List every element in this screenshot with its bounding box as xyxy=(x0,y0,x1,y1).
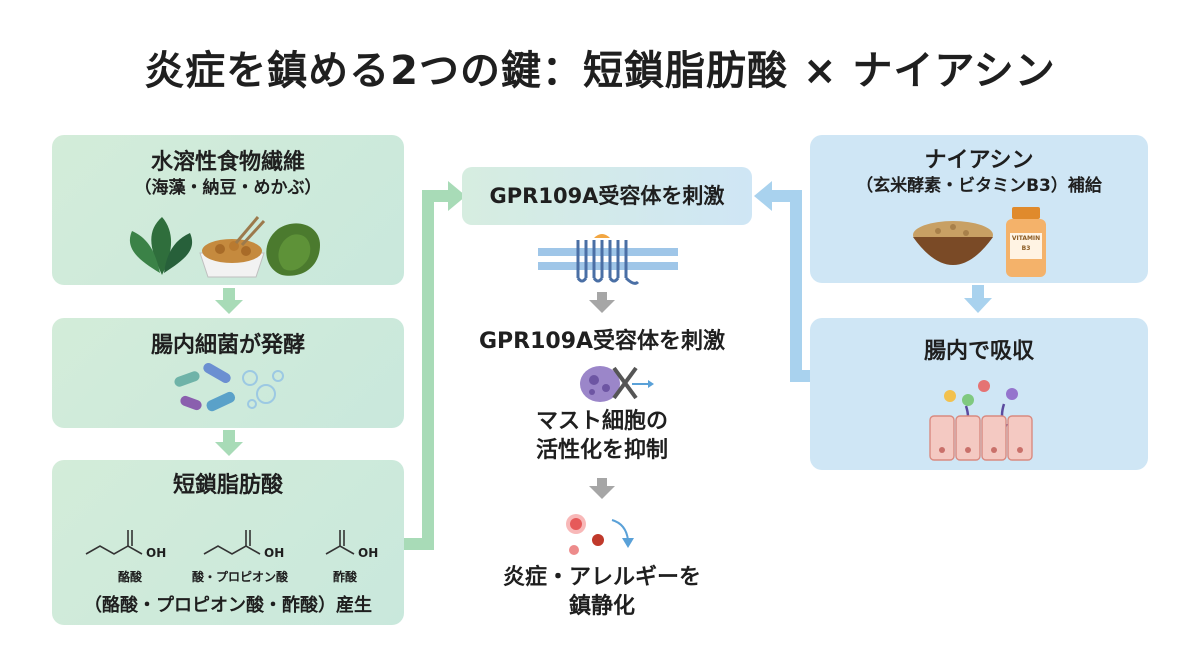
propionate-label: 酸・プロピオン酸 xyxy=(191,570,288,584)
intestinal-absorption-illustration xyxy=(929,380,1033,461)
niacin-box: ナイアシン （玄米酵素・ビタミンB3）補給 VITAMIN B3 xyxy=(810,135,1148,283)
step2-text: マスト細胞の 活性化を抑制 xyxy=(452,408,752,465)
step1-line: GPR109A受容体を刺激 xyxy=(478,329,726,354)
scfa-title: 短鎖脂肪酸 xyxy=(172,473,283,498)
scfa-footer: （酪酸・プロピオン酸・酢酸）産生 xyxy=(84,595,372,616)
page-title: 炎症を鎮める2つの鍵：短鎖脂肪酸 × ナイアシン xyxy=(144,48,1056,94)
step2-line-2: 活性化を抑制 xyxy=(535,437,668,463)
propionate-oh: OH xyxy=(264,546,285,560)
arrow-bacteria-to-scfa xyxy=(215,430,243,456)
step3-line-1: 炎症・アレルギーを xyxy=(502,565,701,590)
absorb-title: 腸内で吸収 xyxy=(923,339,1034,364)
arrow-absorb-to-receptor xyxy=(754,181,810,382)
fiber-box: 水溶性食物繊維 （海藻・納豆・めかぶ） xyxy=(52,135,404,285)
step2-line-1: マスト細胞の xyxy=(535,409,668,434)
mast-cell-blocked-icon xyxy=(580,366,654,402)
propionate-structure xyxy=(203,530,261,555)
bacteria-illustration xyxy=(174,363,284,412)
step3-text: 炎症・アレルギーを 鎮静化 xyxy=(452,564,752,621)
arrow-scfa-to-receptor xyxy=(404,181,466,550)
fiber-foods-illustration xyxy=(129,216,320,278)
seaweed-icon xyxy=(129,217,193,275)
bacteria-box: 腸内細菌が発酵 xyxy=(52,318,404,428)
arrow-niacin-to-absorb xyxy=(964,285,992,313)
butyrate-structure xyxy=(85,530,143,555)
niacin-title: ナイアシン xyxy=(924,148,1034,173)
niacin-subtitle: （玄米酵素・ビタミンB3）補給 xyxy=(856,175,1102,196)
step1-text: GPR109A受容体を刺激 xyxy=(452,328,752,357)
bottle-label-line1: VITAMIN xyxy=(1011,235,1041,242)
inflammation-calm-icon xyxy=(566,514,634,555)
fiber-subtitle: （海藻・納豆・めかぶ） xyxy=(134,177,322,198)
butyrate-label: 酪酸 xyxy=(117,570,142,584)
scfa-molecules xyxy=(85,530,355,555)
mekabu-icon xyxy=(266,223,320,276)
receptor-top-box: GPR109A受容体を刺激 xyxy=(462,167,752,225)
arrow-center-1 xyxy=(589,292,615,313)
scfa-box: 短鎖脂肪酸 OH OH OH 酪酸 酸・プロピオン酸 酢酸 （酪酸・プロピオン酸… xyxy=(52,460,404,625)
fiber-title: 水溶性食物繊維 xyxy=(150,150,305,175)
natto-icon xyxy=(199,216,266,278)
acetate-structure xyxy=(325,530,355,555)
receptor-membrane-illustration xyxy=(538,234,678,285)
acetate-label: 酢酸 xyxy=(332,570,357,584)
bottle-label-line2: B3 xyxy=(1021,245,1031,252)
butyrate-oh: OH xyxy=(146,546,167,560)
arrow-center-2 xyxy=(589,478,615,499)
arrow-fiber-to-bacteria xyxy=(215,288,243,314)
absorb-box: 腸内で吸収 xyxy=(810,318,1148,470)
step3-line-2: 鎮静化 xyxy=(568,593,635,619)
receptor-top-label: GPR109A受容体を刺激 xyxy=(489,184,725,208)
bacteria-title: 腸内細菌が発酵 xyxy=(150,333,305,358)
vitamin-b3-bottle-icon xyxy=(1006,207,1046,277)
acetate-oh: OH xyxy=(358,546,379,560)
brown-rice-bowl-icon xyxy=(913,221,993,265)
